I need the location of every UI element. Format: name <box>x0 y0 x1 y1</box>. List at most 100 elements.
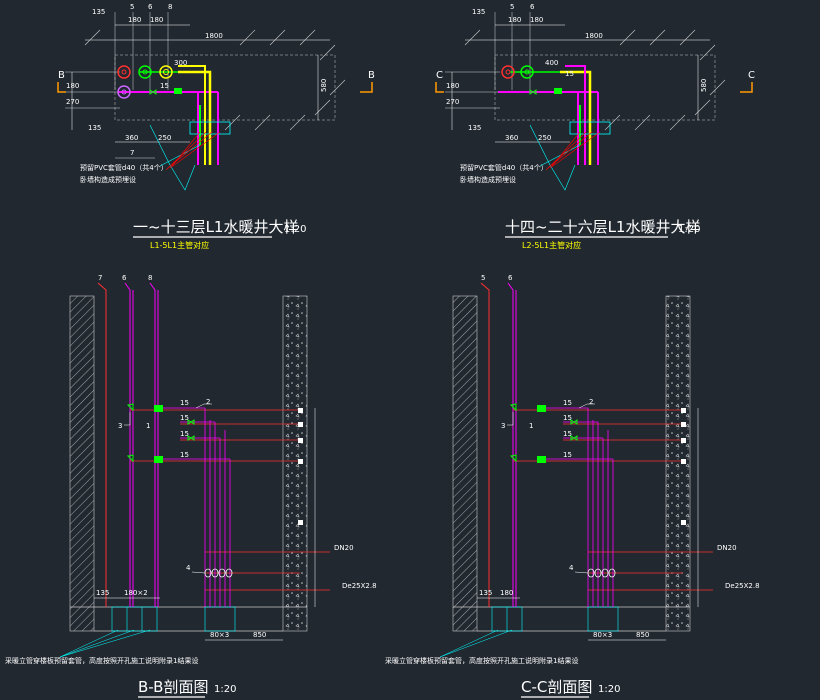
label-dn20: DN20 <box>717 544 737 552</box>
pipe-label-6: 6 <box>122 274 127 282</box>
dim-360: 360 <box>505 134 518 142</box>
riser-circle-yellow <box>159 65 173 79</box>
pipe-label-6: 6 <box>508 274 513 282</box>
section-mark-left: B <box>58 70 65 81</box>
dim-180b: 180 <box>150 16 163 24</box>
callout-1: 1 <box>146 422 150 430</box>
plan-note-1: 预留PVC套管d40（共4个） <box>80 163 168 172</box>
dim-top-2: 6 <box>530 3 535 11</box>
pipe-label-7: 7 <box>98 274 102 282</box>
dim-pipe-300: 300 <box>174 59 187 67</box>
section-scale: 1:20 <box>598 684 620 695</box>
dim-360: 360 <box>125 134 138 142</box>
dim-top-0: 135 <box>92 8 105 16</box>
section-mark-left: C <box>436 70 443 81</box>
dim-top-0: 135 <box>472 8 485 16</box>
branch-dim-4: 15 <box>563 451 572 459</box>
dim-side-180: 180 <box>66 82 79 90</box>
dim-135: 135 <box>96 589 109 597</box>
valve-symbol <box>554 88 562 94</box>
riser-circle-green <box>520 65 534 79</box>
right-wall <box>665 295 691 632</box>
riser-circle-red <box>117 65 131 79</box>
dim-top-3: 8 <box>168 3 172 11</box>
dim-top-2: 6 <box>148 3 153 11</box>
dim-1800: 1800 <box>585 32 603 40</box>
branch-dim-4: 15 <box>180 451 189 459</box>
dim-side-180: 180 <box>446 82 459 90</box>
callout-2: 2 <box>206 398 210 406</box>
dim-pipe-15: 15 <box>565 70 574 78</box>
plan-title: 十四~二十六层L1水暖井大样 <box>505 218 700 236</box>
pipe-label-8: 8 <box>148 274 152 282</box>
plan-note-2: 卧墙构造成预埋设 <box>460 175 516 184</box>
section-title: B-B剖面图 <box>138 678 208 696</box>
plan-note-1: 预留PVC套管d40（共4个） <box>460 163 548 172</box>
dim-580: 580 <box>700 79 708 92</box>
plan-detail-1: 135 5 6 8 180 180 1800 580 180 270 135 B… <box>57 3 375 250</box>
branch-dim-2: 15 <box>180 414 189 422</box>
dim-pipe-400: 400 <box>545 59 558 67</box>
section-detail-cc: 5 6 15 <box>385 274 760 698</box>
plan-note-2: 卧墙构造成预埋设 <box>80 175 136 184</box>
dim-top-1: 5 <box>510 3 514 11</box>
riser-circle-red <box>501 65 515 79</box>
section-mark-right: C <box>748 70 755 81</box>
left-wall <box>69 295 95 632</box>
section-note: 采暖立管穿楼板预留套管，高度按照开孔施工说明附录1结果设 <box>385 656 578 665</box>
dim-80x3: 80×3 <box>593 631 612 639</box>
callout-3: 3 <box>118 422 122 430</box>
callout-4: 4 <box>186 564 191 572</box>
dim-pipe-15: 15 <box>160 82 169 90</box>
dim-1800: 1800 <box>205 32 223 40</box>
branch-dim-1: 15 <box>563 399 572 407</box>
section-scale: 1:20 <box>214 684 236 695</box>
callout-3: 3 <box>501 422 505 430</box>
callout-1: 1 <box>529 422 533 430</box>
label-de25: De25X2.8 <box>725 582 760 590</box>
label-de25: De25X2.8 <box>342 582 377 590</box>
branch-dim-2: 15 <box>563 414 572 422</box>
riser-circle-green <box>138 65 152 79</box>
branch-dim-3: 15 <box>563 430 572 438</box>
dim-side-270: 270 <box>66 98 79 106</box>
dim-135: 135 <box>479 589 492 597</box>
dim-180: 180 <box>500 589 513 597</box>
callout-2: 2 <box>589 398 593 406</box>
section-mark-right: B <box>368 70 375 81</box>
dim-180a: 180 <box>128 16 141 24</box>
plan-subtitle: L1-5L1主管对应 <box>150 240 209 250</box>
branch-dim-1: 15 <box>180 399 189 407</box>
section-title: C-C剖面图 <box>521 678 592 696</box>
riser-circle-purple <box>117 85 131 99</box>
dim-850: 850 <box>253 631 266 639</box>
dim-250: 250 <box>538 134 551 142</box>
dim-top-1: 5 <box>130 3 134 11</box>
branch-dim-3: 15 <box>180 430 189 438</box>
dim-side-135: 135 <box>468 124 481 132</box>
pipe-label-5: 5 <box>481 274 485 282</box>
callout-4: 4 <box>569 564 574 572</box>
section-detail-bb: 7 6 8 <box>5 274 377 698</box>
dim-850: 850 <box>636 631 649 639</box>
dim-580: 580 <box>320 79 328 92</box>
dim-180b: 180 <box>530 16 543 24</box>
right-wall <box>282 295 308 632</box>
plan-title: 一~十三层L1水暖井大样 <box>133 218 298 236</box>
plan-detail-2: 135 5 6 180 180 1800 580 180 270 135 C C <box>435 3 755 250</box>
dim-side-135: 135 <box>88 124 101 132</box>
plan-subtitle: L2-5L1主管对应 <box>522 240 581 250</box>
dim-180x2: 180×2 <box>124 589 148 597</box>
dim-80x3: 80×3 <box>210 631 229 639</box>
label-dn20: DN20 <box>334 544 354 552</box>
dim-side-270: 270 <box>446 98 459 106</box>
valve-symbol <box>174 88 182 94</box>
section-note: 采暖立管穿楼板预留套管，高度按照开孔施工说明附录1结果设 <box>5 656 198 665</box>
left-wall <box>452 295 478 632</box>
dim-250: 250 <box>158 134 171 142</box>
dim-180a: 180 <box>508 16 521 24</box>
dim-7: 7 <box>130 149 134 157</box>
plan-scale: 1:20 <box>678 224 700 235</box>
plan-scale: 1:20 <box>284 224 306 235</box>
